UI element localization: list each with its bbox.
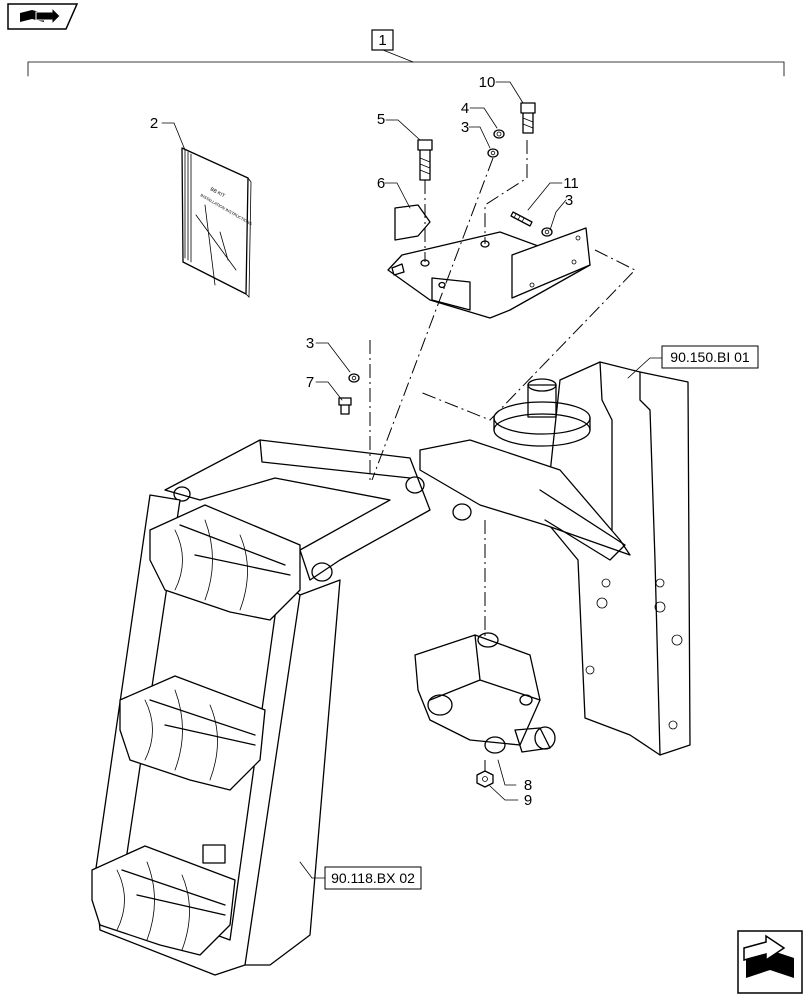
callout-6: 6	[377, 175, 385, 192]
frame-reference-link[interactable]: 90.150.BI 01	[661, 345, 759, 369]
callout-11: 11	[563, 175, 579, 192]
callout-3-right: 3	[565, 192, 573, 209]
washer-3-upper	[487, 148, 499, 158]
callout-10: 10	[479, 74, 496, 91]
step-assembly	[91, 439, 472, 976]
book-arrow-icon	[743, 934, 794, 978]
callout-2: 2	[150, 115, 158, 132]
loader-frame	[419, 361, 691, 756]
nut-9	[476, 770, 494, 788]
cap-screw-10	[520, 102, 536, 134]
kit-bracket-line	[27, 49, 785, 77]
svg-text:90.118.BX 02: 90.118.BX 02	[331, 870, 415, 886]
nut-4	[493, 129, 505, 139]
leader-lines	[161, 81, 663, 879]
callout-3-top: 3	[461, 119, 469, 136]
washer-3-right	[541, 227, 553, 237]
kit-label: 1	[371, 29, 394, 51]
washer-3-left	[348, 373, 360, 383]
svg-text:90.150.BI 01: 90.150.BI 01	[670, 349, 750, 365]
callout-3-left: 3	[306, 335, 314, 352]
next-page-button[interactable]	[737, 930, 803, 994]
bolt-11	[510, 211, 533, 227]
cap-screw-5	[417, 139, 433, 181]
screw-7	[338, 397, 352, 415]
book-arrow-icon	[20, 6, 61, 26]
valve-block-8	[414, 632, 556, 754]
callout-8: 8	[524, 777, 532, 794]
callouts: 2 5 6 4 3 10 11 3 3 7 8 9	[150, 74, 579, 809]
callout-9: 9	[524, 792, 532, 809]
manual-cover-line2: INSTALLATION INSTRUCTIONS	[200, 193, 254, 227]
callout-4: 4	[461, 100, 469, 117]
svg-text:1: 1	[378, 32, 386, 49]
callout-5: 5	[377, 111, 385, 128]
assembly-centerlines	[369, 140, 636, 772]
mounting-bracket-6	[387, 204, 591, 319]
step-reference-link[interactable]: 90.118.BX 02	[324, 866, 422, 890]
callout-7: 7	[306, 374, 314, 391]
previous-page-button[interactable]	[7, 3, 79, 30]
installation-manual: BB KIT INSTALLATION INSTRUCTIONS	[181, 147, 254, 298]
